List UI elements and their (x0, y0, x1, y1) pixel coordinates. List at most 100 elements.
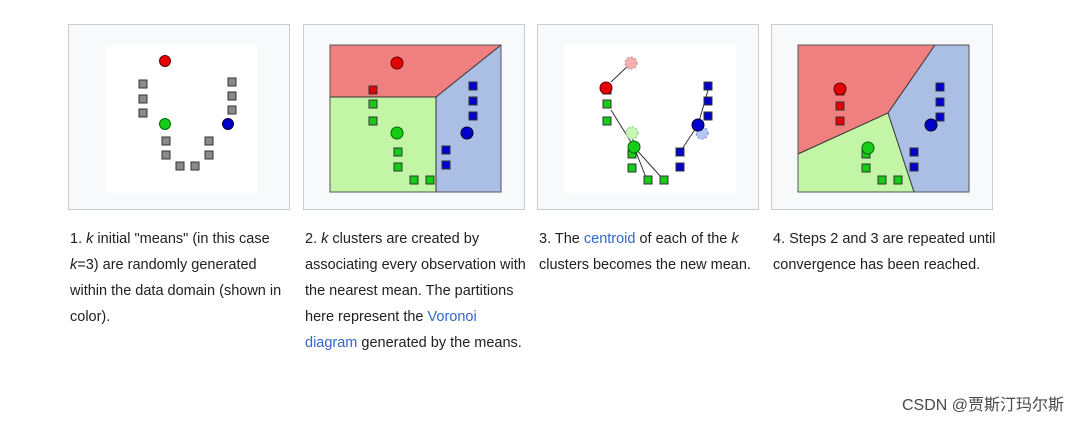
green-cluster (602, 99, 669, 185)
observation-point (703, 81, 713, 91)
red-mean (390, 56, 404, 70)
caption-text: generated by the means. (357, 335, 522, 351)
observation-point (703, 111, 713, 121)
green-mean (861, 141, 875, 155)
observation-point (425, 175, 435, 185)
observation-point (190, 161, 200, 171)
observation-point (935, 112, 945, 122)
observation-point (909, 147, 919, 157)
step2-diagram (329, 44, 502, 193)
caption-text: initial "means" (in this case (93, 231, 270, 247)
blue-mean (924, 118, 938, 132)
observation-point (227, 105, 237, 115)
observation-point (935, 82, 945, 92)
observation-point (393, 162, 403, 172)
old-red-mean (624, 56, 638, 70)
observation-point (441, 145, 451, 155)
observation-point (368, 116, 378, 126)
caption-text: 1. (70, 231, 87, 247)
plot-border (329, 44, 502, 193)
observation-point (161, 150, 171, 160)
voronoi-boundary (887, 112, 915, 193)
red-mean (159, 55, 171, 67)
observation-point (138, 94, 148, 104)
step3-figure (537, 24, 759, 210)
blue-cluster (909, 82, 945, 172)
observation-point (409, 175, 419, 185)
observation-point (861, 163, 871, 173)
green-cluster (368, 99, 435, 185)
caption-text: clusters are created by associating ever… (305, 231, 526, 325)
step4-figure (771, 24, 993, 210)
observation-point (835, 101, 845, 111)
observation-point (468, 81, 478, 91)
observation-point (368, 99, 378, 109)
observation-point (468, 111, 478, 121)
plot-border (797, 44, 970, 193)
step1-caption: 1. k initial "means" (in this case k=3) … (70, 226, 296, 330)
observation-point (175, 161, 185, 171)
centroid-link[interactable]: centroid (583, 231, 636, 247)
observation-point (909, 162, 919, 172)
observation-point (441, 160, 451, 170)
caption-text: =3) are randomly generated within the da… (70, 257, 282, 325)
red-region (330, 45, 501, 97)
new-red-mean (599, 81, 613, 95)
blue-cluster (675, 81, 713, 172)
blue-cluster (441, 81, 478, 170)
observation-point (138, 79, 148, 89)
step4-diagram (797, 44, 970, 193)
red-mean (833, 82, 847, 96)
observation-point (161, 136, 171, 146)
step1-figure (68, 24, 290, 210)
voronoi-boundary (435, 44, 502, 98)
observation-point (227, 77, 237, 87)
observation-point (893, 175, 903, 185)
centroid-move-line (633, 146, 663, 179)
observation-point (393, 147, 403, 157)
observation-point (643, 175, 653, 185)
observation-point (703, 96, 713, 106)
observation-point (877, 175, 887, 185)
step2-figure (303, 24, 525, 210)
green-mean (390, 126, 404, 140)
observation-point (659, 175, 669, 185)
observation-point (675, 147, 685, 157)
caption-text: 4. Steps 2 and 3 are repeated until conv… (773, 231, 996, 273)
new-blue-mean (691, 118, 705, 132)
caption-text: 3. The (539, 231, 584, 247)
caption-text: of each of the (635, 231, 732, 247)
step1-diagram (105, 45, 257, 193)
caption-text: clusters becomes the new mean. (539, 257, 751, 273)
observation-point (227, 91, 237, 101)
observation-point (138, 108, 148, 118)
observation-point (675, 162, 685, 172)
green-mean (159, 118, 171, 130)
blue-mean (222, 118, 234, 130)
gray-observations (138, 77, 237, 171)
step2-caption: 2. k clusters are created by associating… (305, 226, 531, 356)
centroid-move-line (610, 109, 635, 148)
step3-diagram (564, 45, 736, 193)
observation-point (204, 150, 214, 160)
watermark: CSDN @贾斯汀玛尔斯 (901, 397, 1064, 414)
observation-point (204, 136, 214, 146)
old-green-mean (625, 126, 639, 140)
observation-point (368, 85, 378, 95)
observation-point (468, 96, 478, 106)
plot-area (105, 45, 257, 193)
k-variable: k (321, 231, 329, 247)
voronoi-diagram-link[interactable]: Voronoi diagram (305, 309, 477, 351)
k-variable: k (731, 231, 739, 247)
step3-caption: 3. The centroid of each of the k cluster… (539, 226, 765, 278)
blue-region (888, 45, 969, 192)
green-region (798, 113, 914, 192)
observation-point (627, 163, 637, 173)
blue-mean (460, 126, 474, 140)
observation-point (602, 116, 612, 126)
caption-text: 2. (305, 231, 322, 247)
green-region (330, 97, 436, 192)
step4-caption: 4. Steps 2 and 3 are repeated until conv… (773, 226, 999, 278)
k-variable: k (86, 231, 94, 247)
k-variable: k (70, 257, 78, 273)
